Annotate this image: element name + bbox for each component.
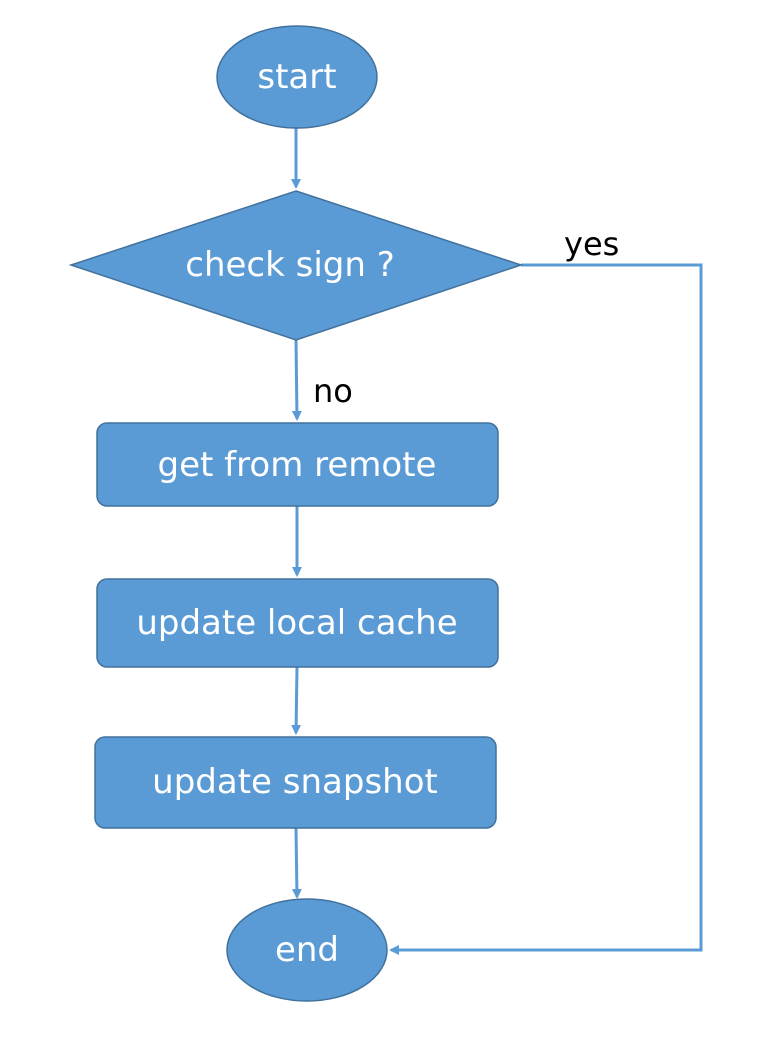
edge-update-cache-to-update-snapshot [291, 666, 302, 735]
update-snapshot-label: update snapshot [152, 762, 438, 802]
edge-label-no: no [313, 372, 353, 410]
edge-check-to-get-remote [291, 339, 302, 421]
update-local-cache-label: update local cache [136, 603, 457, 643]
edge-update-snapshot-to-end [291, 827, 302, 899]
node-start: start [216, 25, 378, 129]
check-sign-label: check sign ? [185, 245, 395, 285]
get-from-remote-box [96, 422, 499, 507]
update-snapshot-box [94, 736, 497, 829]
start-label: start [257, 57, 336, 97]
end-ellipse [226, 898, 388, 1002]
get-from-remote-label: get from remote [158, 445, 437, 485]
edge-label-yes: yes [564, 225, 619, 263]
node-get-from-remote: get from remote [96, 422, 499, 507]
node-check-sign: check sign ? [68, 190, 524, 341]
edge-check-to-end-yes [389, 263, 703, 955]
start-ellipse [216, 25, 378, 129]
end-label: end [275, 930, 339, 970]
check-sign-diamond [68, 190, 524, 341]
update-local-cache-box [96, 578, 499, 668]
edges [291, 128, 703, 955]
node-end: end [226, 898, 388, 1002]
node-update-local-cache: update local cache [96, 578, 499, 668]
node-update-snapshot: update snapshot [94, 736, 497, 829]
